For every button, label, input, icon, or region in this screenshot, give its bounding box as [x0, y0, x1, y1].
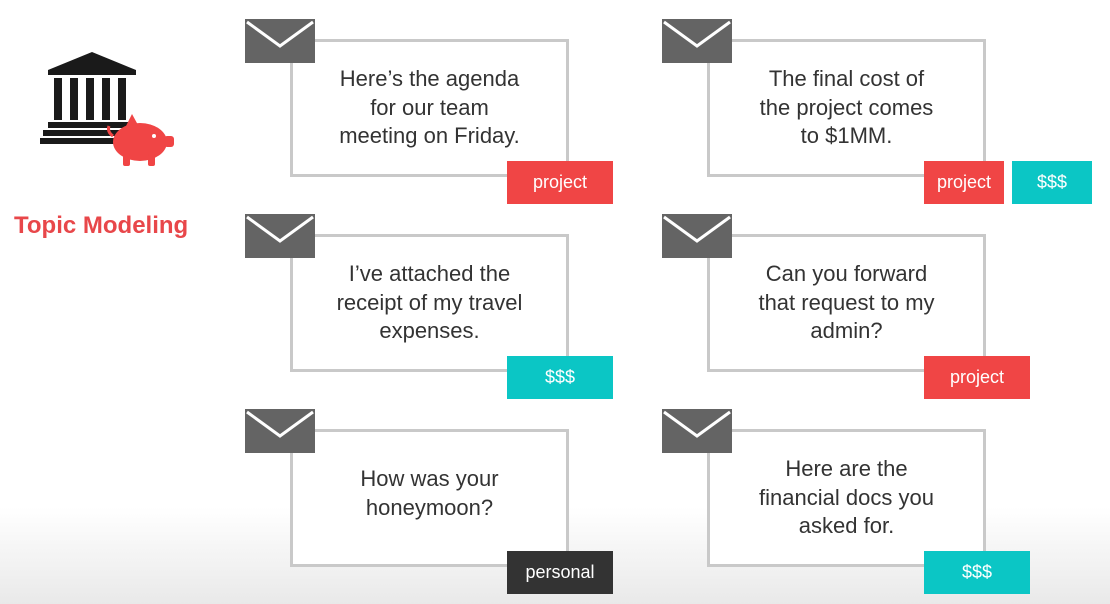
envelope-icon: [245, 409, 315, 453]
email-frame: [707, 429, 986, 567]
email-frame: [290, 234, 569, 372]
envelope-icon: [662, 214, 732, 258]
email-frame: [290, 429, 569, 567]
tag-money: $$$: [507, 356, 613, 399]
tag-personal: personal: [507, 551, 613, 594]
envelope-icon: [662, 409, 732, 453]
page-title: Topic Modeling: [14, 212, 189, 239]
bank-piggy-logo: [40, 50, 180, 170]
tag-money: $$$: [924, 551, 1030, 594]
piggy-bank-icon: [107, 114, 174, 166]
email-frame: [707, 39, 986, 177]
tag-project: project: [924, 161, 1004, 204]
envelope-icon: [245, 19, 315, 63]
envelope-icon: [662, 19, 732, 63]
tag-project: project: [507, 161, 613, 204]
bank-icon: [40, 52, 144, 144]
email-frame: [290, 39, 569, 177]
envelope-icon: [245, 214, 315, 258]
tag-money: $$$: [1012, 161, 1092, 204]
email-frame: [707, 234, 986, 372]
tag-project: project: [924, 356, 1030, 399]
